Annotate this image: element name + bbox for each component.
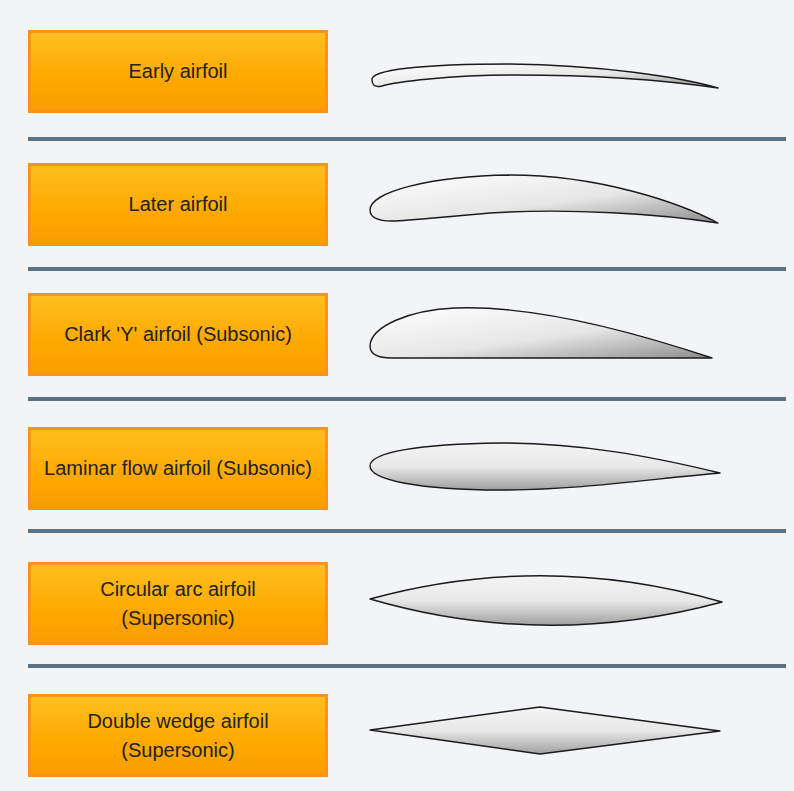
- double-wedge-airfoil-shape: [370, 707, 720, 754]
- box-label: Circular arc airfoil (Supersonic): [31, 575, 325, 633]
- later-airfoil-shape: [370, 175, 718, 223]
- label-box: Clark 'Y' airfoil (Subsonic): [28, 293, 328, 376]
- box-label: Double wedge airfoil (Supersonic): [31, 707, 325, 765]
- label-box: Circular arc airfoil (Supersonic): [28, 562, 328, 645]
- label-box: Early airfoil: [28, 30, 328, 113]
- laminar-flow-airfoil-shape: [370, 443, 720, 490]
- box-label: Clark 'Y' airfoil (Subsonic): [54, 320, 302, 349]
- box-label: Later airfoil: [119, 190, 238, 219]
- label-box: Double wedge airfoil (Supersonic): [28, 694, 328, 777]
- label-box: Laminar flow airfoil (Subsonic): [28, 427, 328, 510]
- label-box: Later airfoil: [28, 163, 328, 246]
- separator-lines: [28, 137, 786, 668]
- clark-y-airfoil-shape: [370, 308, 712, 358]
- box-label: Early airfoil: [119, 57, 238, 86]
- circular-arc-airfoil-shape: [370, 576, 722, 626]
- early-airfoil-shape: [372, 64, 718, 88]
- box-label: Laminar flow airfoil (Subsonic): [34, 454, 322, 483]
